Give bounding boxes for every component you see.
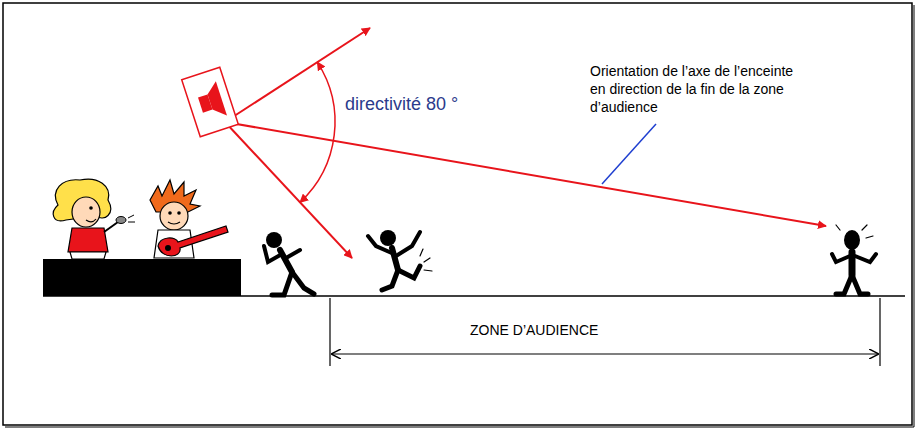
dimension-label: ZONE D’AUDIENCE [470, 322, 598, 338]
dimension-tick [879, 298, 880, 366]
spectator-figure [264, 232, 314, 295]
stage-block [43, 259, 241, 296]
dimension-tick [329, 298, 330, 366]
angle-label: directivité 80 ° [345, 94, 458, 115]
singer-figure [53, 179, 135, 259]
leader-line [602, 124, 656, 184]
frame [3, 3, 912, 425]
frame-shadow [5, 427, 914, 428]
speaker-symbol [182, 67, 239, 136]
frame-shadow [914, 5, 915, 427]
guitarist-figure [150, 180, 228, 258]
axis-arrow [225, 122, 826, 226]
note-label: Orientation de l’axe de l’enceinte en di… [590, 62, 802, 116]
directivity-arc [300, 62, 335, 202]
spectator-figure [368, 230, 432, 290]
spectator-figure [832, 225, 876, 294]
dimension-arrow [332, 353, 878, 354]
